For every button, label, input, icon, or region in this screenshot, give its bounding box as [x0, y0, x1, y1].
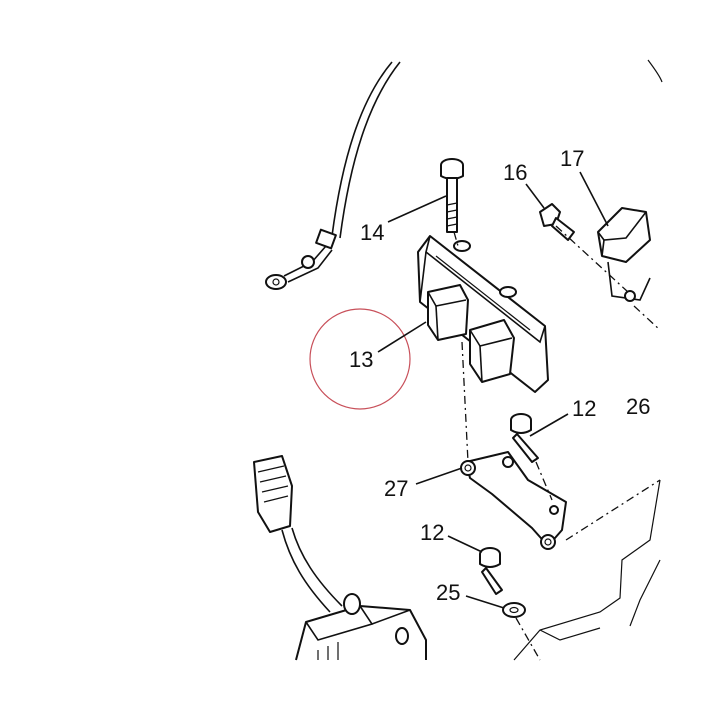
- callout-27: 27: [384, 476, 408, 501]
- bracket-17: [597, 59, 663, 302]
- ecu-module: [417, 235, 549, 393]
- bolt-12-upper: [510, 413, 539, 463]
- assembly-lines: [453, 225, 661, 661]
- bolt-16: [539, 203, 575, 241]
- ground-cable: [265, 61, 401, 290]
- mounting-plate-27: [460, 451, 567, 550]
- callout-26: 26: [626, 394, 650, 419]
- leader-lines: [377, 171, 609, 609]
- washer-25: [502, 602, 526, 618]
- side-panel: [513, 479, 661, 661]
- callout-14: 14: [360, 220, 384, 245]
- wire-connector: [253, 455, 343, 613]
- bolt-12-lower: [479, 547, 503, 595]
- actuator-motor: [295, 593, 427, 661]
- callout-13: 13: [349, 347, 373, 372]
- bolt-14: [440, 158, 464, 233]
- callout-12-lower: 12: [420, 520, 444, 545]
- callout-16: 16: [503, 160, 527, 185]
- callout-12-upper: 12: [572, 396, 596, 421]
- callout-17: 17: [560, 146, 584, 171]
- highlight-circle: [309, 308, 411, 410]
- callout-25: 25: [436, 580, 460, 605]
